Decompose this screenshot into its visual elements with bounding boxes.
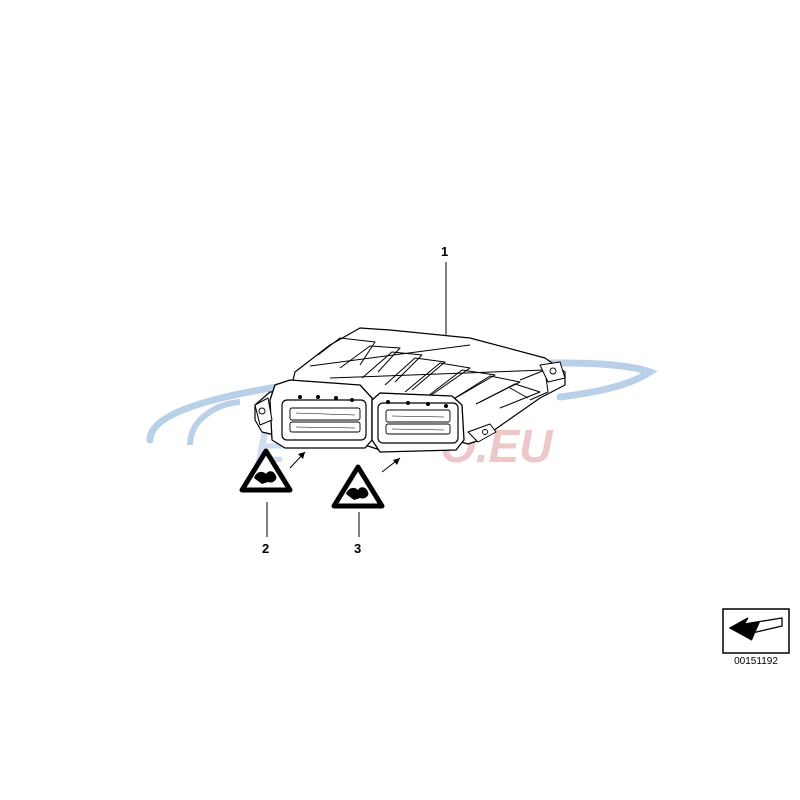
control-unit	[254, 327, 566, 453]
document-reference-box	[722, 608, 790, 654]
callout-3: 3	[354, 541, 362, 556]
callout-1: 1	[441, 244, 449, 259]
warning-label-3	[331, 464, 385, 509]
arrowhead-3	[393, 458, 400, 465]
callout-2: 2	[262, 541, 270, 556]
illustration-number: 00151192	[734, 656, 778, 667]
arrowhead-2	[298, 452, 305, 459]
warning-label-2	[239, 448, 293, 493]
